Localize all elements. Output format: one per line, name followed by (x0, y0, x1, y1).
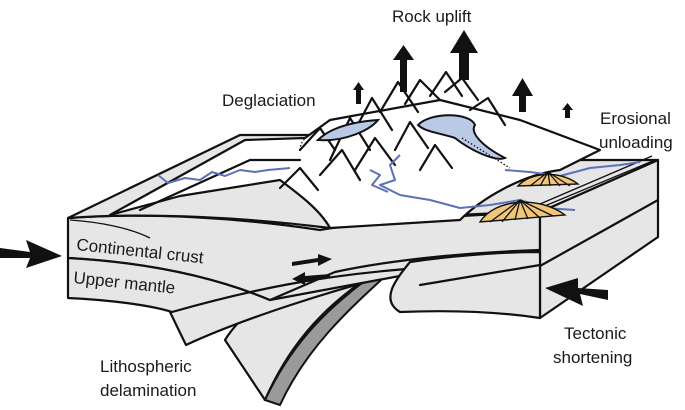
label-tectonic-line2: shortening (553, 348, 632, 367)
label-lithospheric-line1: Lithospheric (100, 357, 192, 376)
tectonic-arrow-right (545, 278, 608, 306)
shear-arrow-left (292, 272, 330, 285)
strata-line (69, 219, 151, 239)
snow-field (108, 98, 602, 230)
side-face-moho (538, 198, 660, 268)
label-tectonic-line1: Tectonic (564, 324, 627, 343)
uplift-arrow-small-right (562, 103, 573, 118)
front-moho-line (418, 263, 542, 287)
river-upper (504, 161, 641, 177)
label-rock-uplift: Rock uplift (392, 7, 472, 26)
glacier-right (416, 114, 508, 160)
alluvial-fan-upper (516, 171, 580, 187)
moraine-right (461, 137, 511, 169)
shear-arrow-right (292, 254, 332, 266)
strata-line-right (539, 159, 656, 209)
label-erosional-line1: Erosional (600, 109, 671, 128)
uplift-arrows (353, 30, 573, 118)
label-erosional-line2: unloading (599, 133, 673, 152)
mountain-peaks (278, 70, 507, 192)
shear-arrows (292, 254, 332, 285)
uplift-arrow-medium-right (512, 78, 533, 112)
alluvial-fan-lower (478, 199, 567, 223)
tectonic-arrow-left (0, 240, 62, 268)
uplift-arrow-medium-left (393, 45, 414, 92)
river-branch (369, 169, 389, 193)
uplift-arrow-large-center (450, 30, 478, 80)
label-lithospheric-line2: delamination (100, 381, 196, 400)
river-left (157, 167, 291, 184)
ridge-line (138, 158, 302, 212)
glacier-left (315, 118, 381, 142)
right-front-face (389, 250, 542, 320)
moraine-left (299, 129, 323, 151)
uplift-arrow-small-left (353, 82, 364, 104)
label-deglaciation: Deglaciation (222, 91, 316, 110)
